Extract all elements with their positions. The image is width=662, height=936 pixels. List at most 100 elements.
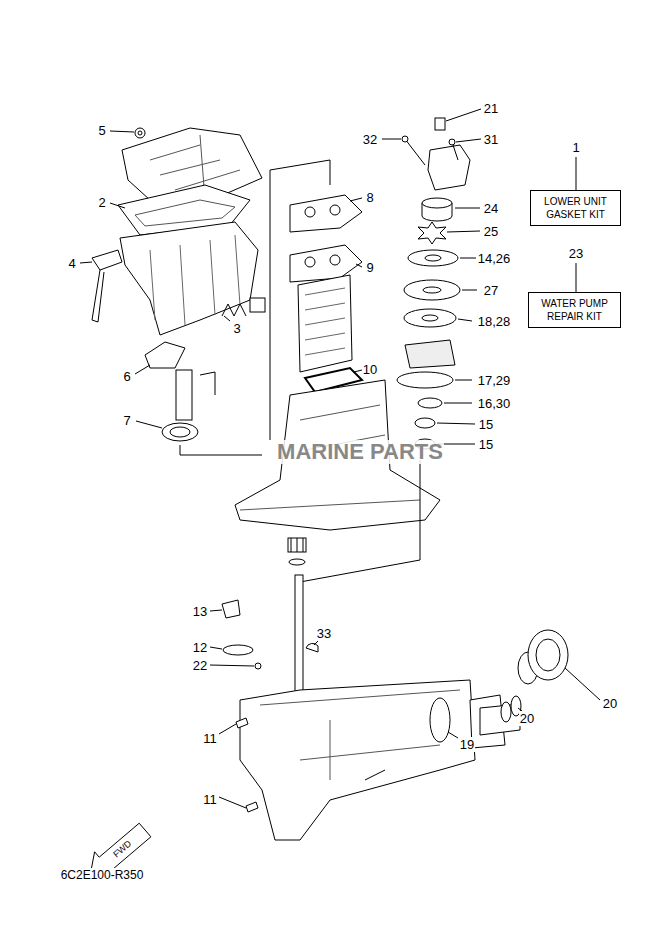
exhaust-guide-part [305, 257, 315, 267]
leader-line-part [110, 203, 125, 208]
callout-number: 19 [459, 737, 475, 752]
callout-number: 11 [202, 792, 218, 807]
callout-number: 25 [483, 224, 499, 239]
leader-line-part [462, 290, 477, 291]
exhaust-guide-part [290, 245, 362, 282]
callout-number: 15 [478, 437, 494, 452]
leader-line-part [382, 139, 401, 140]
leader-line-part [136, 421, 162, 428]
callout-number: 12 [192, 640, 208, 655]
callout-number: 8 [365, 190, 374, 205]
leader-line-part [576, 157, 577, 190]
water-pump-part [408, 250, 458, 266]
watermark: MARINE PARTS [276, 440, 444, 464]
leader-line-part [356, 264, 362, 267]
water-pump-part [422, 315, 438, 321]
gasket-part [135, 200, 235, 226]
callout-number: 11 [202, 731, 218, 746]
shift-lever-part [92, 270, 104, 322]
leader-line-part [350, 198, 362, 201]
leader-line-part [135, 365, 150, 374]
leader-line-part [437, 423, 475, 424]
callout-number: 18,28 [477, 314, 512, 329]
kit-box: WATER PUMP REPAIR KIT [528, 292, 621, 328]
leader-line-part [458, 319, 472, 321]
lower-case-part [536, 639, 560, 671]
water-pump-part [300, 460, 420, 582]
callout-number: 1 [571, 140, 580, 155]
callout-number: 5 [97, 123, 106, 138]
callout-number: 16,30 [477, 396, 512, 411]
callout-number: 2 [97, 195, 106, 210]
water-pump-part [405, 340, 455, 368]
exhaust-guide-part [305, 207, 315, 217]
top-cover-part [138, 131, 142, 135]
lower-case-part [528, 630, 568, 680]
kit-name: WATER PUMP REPAIR KIT [533, 297, 616, 323]
water-tube-part [176, 370, 192, 420]
water-pump-part [422, 198, 452, 208]
water-pump-part [397, 372, 453, 388]
drive-shaft-housing-part [289, 559, 305, 565]
callout-number: 20 [602, 696, 618, 711]
leader-line-part [210, 610, 222, 611]
leader-line-part [210, 665, 254, 666]
water-pump-part [423, 287, 441, 293]
kit-box: LOWER UNIT GASKET KIT [530, 190, 621, 226]
water-pump-part [428, 145, 470, 190]
drive-shaft-housing-part [288, 538, 306, 552]
kit-name: LOWER UNIT GASKET KIT [535, 195, 616, 221]
drive-shaft-housing [235, 380, 440, 565]
exhaust-guide-part [298, 275, 352, 372]
spring-part [222, 304, 246, 316]
water-tube-part [145, 342, 185, 368]
leader-line-part [576, 263, 577, 292]
leader-line-part [224, 316, 230, 321]
water-pump [300, 118, 470, 582]
lower-case-part [223, 645, 253, 655]
lower-case-part [246, 802, 258, 812]
shift-lever-part [92, 250, 122, 270]
lower-case-part [365, 770, 385, 780]
callout-number: 7 [122, 413, 131, 428]
upper-casing-part [150, 235, 240, 325]
water-pump-part [449, 139, 455, 145]
lower-case-part [240, 680, 475, 840]
exhaust-guide-part [330, 205, 340, 215]
spring-part [250, 298, 265, 312]
water-pump-part [402, 136, 408, 142]
leader-line-part [456, 139, 481, 142]
callout-number: 21 [483, 101, 499, 116]
top-cover-part [135, 128, 145, 138]
lower-case-part [255, 663, 261, 669]
lower-case-part [306, 643, 318, 652]
water-tube-part [180, 372, 262, 455]
lower-case-part [295, 575, 303, 700]
exhaust-guide-part [290, 195, 362, 232]
lower-case-part [260, 690, 460, 780]
water-tube-part [170, 427, 190, 437]
water-pump-part [435, 118, 445, 130]
water-pump-part [404, 309, 456, 327]
drawing-number: 6C2E100-R350 [60, 868, 145, 882]
leader-line-part [110, 131, 134, 132]
leader-line [80, 109, 600, 808]
leader-line-part [455, 208, 480, 209]
callout-number: 31 [483, 132, 499, 147]
shift-lever [92, 250, 122, 322]
water-pump-part [425, 255, 441, 261]
callout-number: 27 [483, 283, 499, 298]
leader-line-part [460, 258, 476, 259]
leader-line-part [80, 262, 92, 263]
water-pump-part [405, 139, 458, 165]
callout-number: 13 [192, 604, 208, 619]
callout-number: 23 [568, 246, 584, 261]
lower-case-part [430, 698, 450, 742]
spring [222, 298, 265, 316]
leader-line-part [455, 380, 472, 381]
water-pump-part [418, 398, 442, 408]
callout-number: 33 [316, 626, 332, 641]
leader-line-part [448, 732, 458, 738]
